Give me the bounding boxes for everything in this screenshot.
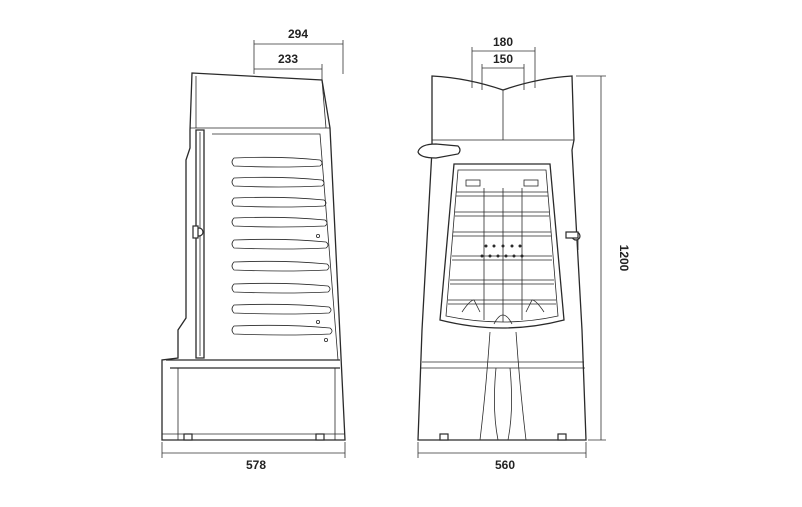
dimension-lines xyxy=(161,40,606,458)
side-view-base xyxy=(166,359,340,369)
dim-label-height: 1200 xyxy=(617,245,631,272)
side-view-vent-slots xyxy=(231,156,333,342)
front-view-body-outline xyxy=(417,75,587,441)
front-view-pedestal xyxy=(479,331,527,441)
dimension-labels: 294 233 578 180 150 560 1200 xyxy=(246,27,631,472)
dim-label-side-top-outer: 294 xyxy=(288,27,308,41)
front-view xyxy=(417,75,587,441)
front-view-glass-door xyxy=(439,163,565,329)
dim-label-side-width: 578 xyxy=(246,458,266,472)
dim-label-front-top-outer: 180 xyxy=(493,35,513,49)
dim-label-front-width: 560 xyxy=(495,458,515,472)
front-view-grate xyxy=(448,188,556,325)
side-view-door xyxy=(195,129,205,359)
side-view-top-cap xyxy=(190,76,330,129)
dim-label-side-top-inner: 233 xyxy=(278,52,298,66)
front-view-left-knob xyxy=(417,143,461,159)
dim-label-front-top-inner: 150 xyxy=(493,52,513,66)
front-view-crown xyxy=(432,90,574,141)
side-view xyxy=(161,72,346,441)
